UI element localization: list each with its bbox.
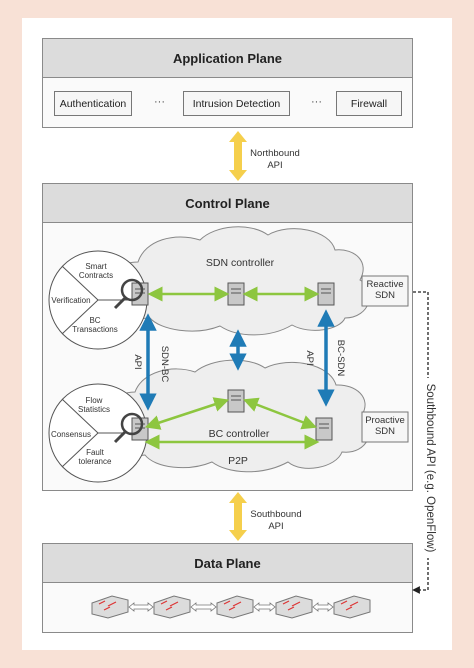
flow-statistics-label: Flow Statistics xyxy=(77,396,110,414)
proactive-box xyxy=(361,411,409,443)
switch-links xyxy=(128,602,334,612)
sdn-controller-label: SDN controller xyxy=(205,257,275,269)
bc-server-top-icon xyxy=(227,389,245,413)
bc-transactions-label: BC Transactions xyxy=(72,316,118,334)
bc-sdn-label: BC-SDN xyxy=(335,339,346,377)
sdn-server-right-icon xyxy=(317,282,335,306)
bc-link-left xyxy=(144,397,230,430)
api-right-label: API xyxy=(304,350,315,366)
bc-server-right-icon xyxy=(315,417,333,441)
ellipsis-1: ··· xyxy=(154,96,165,108)
proactive-label: Proactive SDN xyxy=(365,415,405,437)
smart-contracts-label: Smart Contracts xyxy=(78,262,114,280)
sdn-server-mid-icon xyxy=(227,282,245,306)
ellipsis-2: ··· xyxy=(311,96,322,108)
southbound-dashed-line xyxy=(412,291,429,594)
control-plane-title: Control Plane xyxy=(43,184,412,223)
data-plane-title: Data Plane xyxy=(43,544,412,583)
sdn-bc-label: SDN-BC xyxy=(159,345,170,383)
fault-tolerance-label: Fault tolerance xyxy=(78,448,112,466)
consensus-label: Consensus xyxy=(50,430,92,439)
application-plane-title: Application Plane xyxy=(43,39,412,78)
northbound-arrow xyxy=(229,131,247,181)
reactive-box xyxy=(361,275,409,307)
api-left-label: API xyxy=(132,354,143,370)
switch-3-icon xyxy=(216,595,254,619)
switch-5-icon xyxy=(333,595,371,619)
firewall-box: Firewall xyxy=(336,91,402,116)
switch-2-icon xyxy=(153,595,191,619)
data-plane: Data Plane xyxy=(42,543,413,633)
magnifier-top-icon xyxy=(113,278,144,310)
southbound-label: Southbound API xyxy=(250,509,302,532)
sdn-cloud xyxy=(108,226,371,336)
verification-label: Verification xyxy=(51,296,91,305)
application-plane: Application Plane xyxy=(42,38,413,128)
reactive-label: Reactive SDN xyxy=(366,279,404,301)
magnifier-bottom-icon xyxy=(113,412,144,444)
bc-controller-label: BC controller xyxy=(208,428,270,440)
intrusion-detection-box: Intrusion Detection xyxy=(183,91,290,116)
bc-link-right xyxy=(242,397,318,430)
northbound-label: Northbound API xyxy=(250,148,300,171)
southbound-arrow xyxy=(229,492,247,541)
southbound-side-label: Southbound API (e.g. OpenFlow) xyxy=(424,378,436,558)
p2p-label: P2P xyxy=(228,455,248,467)
switch-1-icon xyxy=(91,595,129,619)
authentication-box: Authentication xyxy=(54,91,132,116)
switch-4-icon xyxy=(275,595,313,619)
